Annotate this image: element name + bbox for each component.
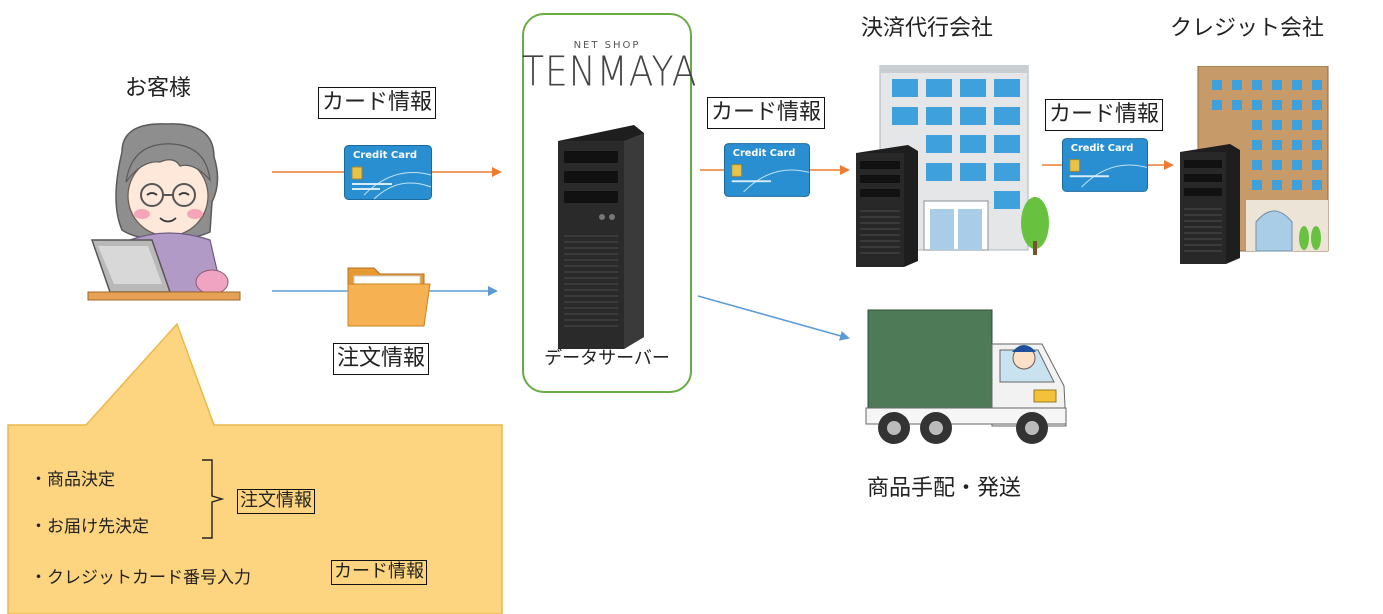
credit-company-building [1180,66,1329,264]
credit-card-icon: Credit Card [724,143,810,197]
credit-company-title: クレジット会社 [1170,16,1325,41]
credit-card-icon: Credit Card [1062,138,1148,192]
callout-item-address: ・お届け先決定 [30,517,149,537]
card-info-label-mid: カード情報 [707,97,826,129]
payment-agent-building [856,65,1049,267]
callout-order-info-label: 注文情報 [237,489,315,514]
callout-card-info-label: カード情報 [331,560,427,585]
payment-agent-title: 決済代行会社 [861,16,994,41]
callout-item-product: ・商品決定 [30,470,115,490]
server-tower-icon [558,125,644,349]
logo-wordmark: TENMAYA [522,48,698,97]
logo-tagline: NET SHOP [573,40,641,51]
order-info-label: 注文情報 [333,343,430,375]
card-info-label-right: カード情報 [1045,99,1164,131]
delivery-truck-icon [865,309,1067,444]
server-caption: データサーバー [544,348,670,369]
shipping-caption: 商品手配・発送 [867,476,1022,501]
callout-bracket [202,459,225,539]
credit-card-icon: Credit Card [344,145,432,200]
customer-title: お客様 [125,76,192,101]
server-frame [522,13,692,393]
credit-card-text: Credit Card [353,150,417,161]
card-info-label-left: カード情報 [318,87,437,119]
ship-arrow-server-to-truck [697,295,850,341]
credit-card-text: Credit Card [733,148,796,159]
credit-card-text: Credit Card [1071,143,1134,154]
folder-icon [347,267,431,327]
callout-item-card-number: ・クレジットカード番号入力 [30,568,251,588]
customer-illustration [87,123,241,301]
